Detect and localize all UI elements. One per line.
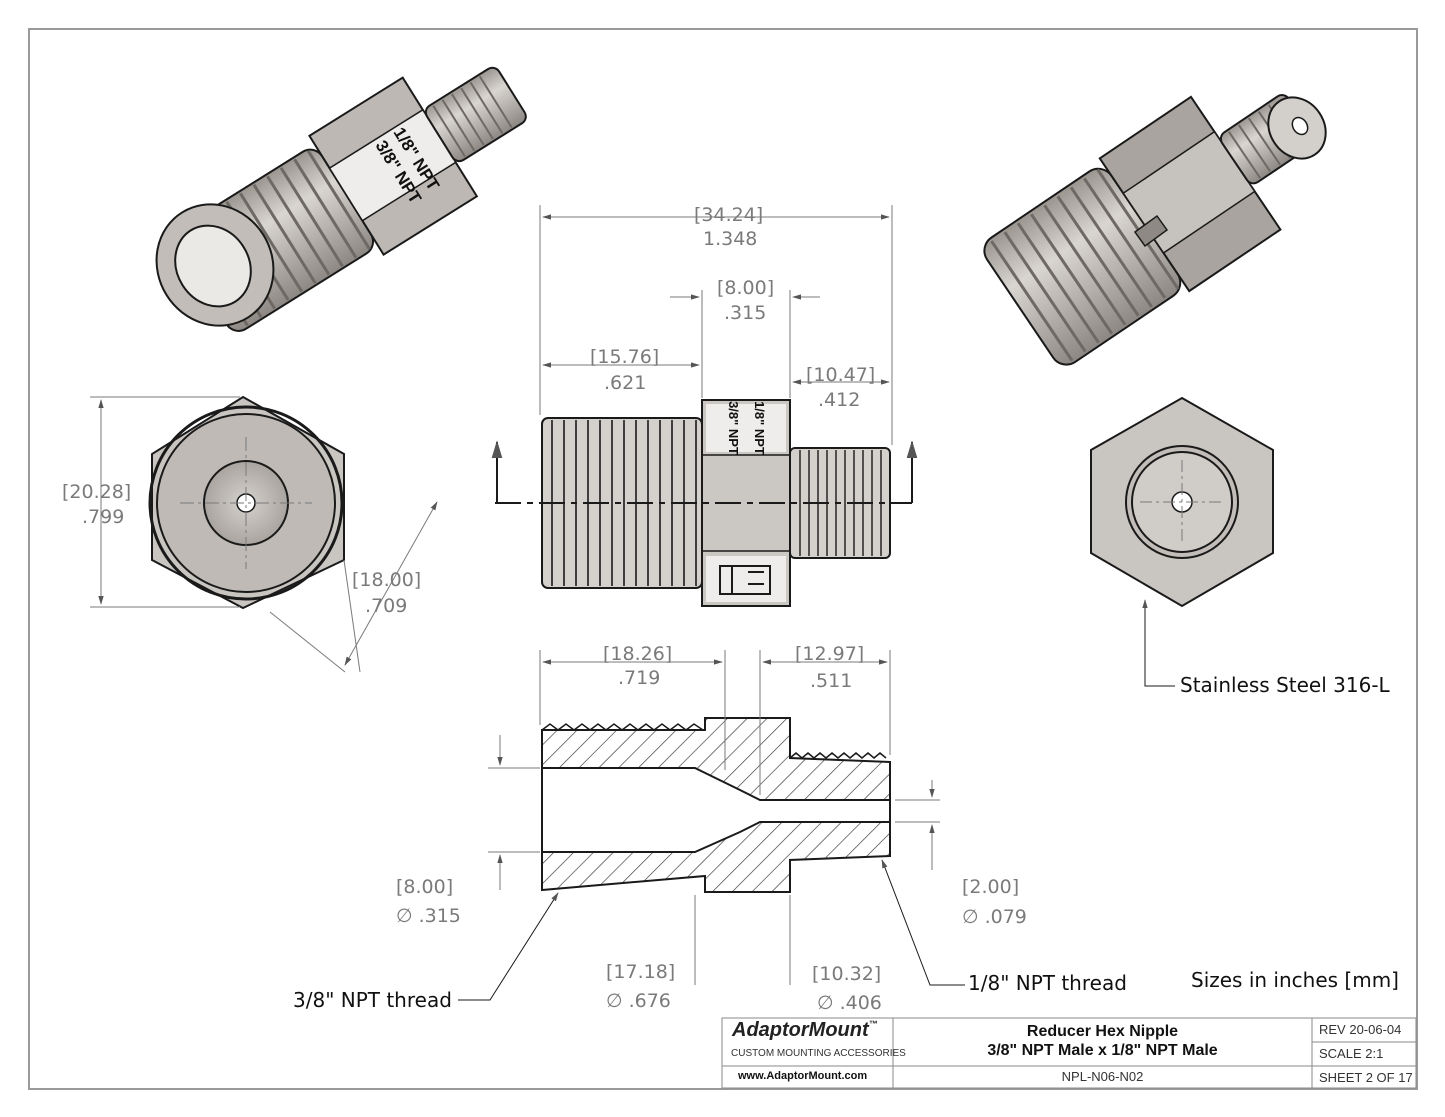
dim-thread-od-large-mm: [17.18] (606, 961, 675, 983)
large-thread-label: 3/8" NPT thread (293, 988, 452, 1012)
brand-name: AdaptorMount™ (732, 1019, 878, 1042)
trademark-mark: ™ (868, 1019, 878, 1029)
dim-hex-width-mm: [8.00] (717, 277, 774, 299)
website: www.AdaptorMount.com (738, 1070, 868, 1082)
dim-overall-in: 1.348 (703, 228, 757, 250)
dim-thread-od-large-in: ∅ .676 (606, 990, 671, 1012)
drawing-title-line1: Reducer Hex Nipple (1026, 1023, 1179, 1040)
section-view (541, 717, 891, 893)
dim-small-thread-length-mm: [10.47] (806, 364, 875, 386)
sheet-number: SHEET 2 OF 17 (1319, 1070, 1413, 1085)
dim-bore-large-mm: [8.00] (396, 876, 453, 898)
drawing-border (28, 28, 1418, 1090)
dim-bore-depth-small-mm: [12.97] (795, 643, 864, 665)
dim-large-thread-length-mm: [15.76] (590, 346, 659, 368)
small-thread-label: 1/8" NPT thread (968, 971, 1127, 995)
dim-bore-depth-large-mm: [18.26] (603, 643, 672, 665)
dim-bore-depth-large-in: .719 (618, 667, 660, 689)
dim-hex-corners-mm: [20.28] (62, 481, 131, 503)
dim-hex-flats-mm: [18.00] (352, 569, 421, 591)
side-view: 3/8" NPT 1/8" NPT (491, 399, 918, 607)
dim-large-thread-length-in: .621 (604, 372, 646, 394)
part-number: NPL-N06-N02 (1061, 1069, 1144, 1084)
dim-bore-small-in: ∅ .079 (962, 906, 1027, 928)
material-label: Stainless Steel 316-L (1180, 673, 1391, 697)
revision: REV 20-06-04 (1319, 1022, 1402, 1037)
dim-thread-od-small-in: ∅ .406 (817, 992, 882, 1014)
iso-view-front: 3/8" NPT 1/8" NPT (155, 66, 527, 332)
brand-tagline: CUSTOM MOUNTING ACCESSORIES (731, 1048, 906, 1059)
title-block (721, 1017, 1417, 1089)
scale: SCALE 2:1 (1319, 1046, 1384, 1061)
end-view-large (148, 395, 345, 610)
dim-hex-flats-in: .709 (365, 595, 407, 617)
dim-hex-width-in: .315 (724, 302, 766, 324)
dim-bore-small-mm: [2.00] (962, 876, 1019, 898)
dim-bore-depth-small-in: .511 (810, 670, 852, 692)
drawing-title-line2: 3/8" NPT Male x 1/8" NPT Male (987, 1042, 1218, 1059)
dim-small-thread-length-in: .412 (818, 389, 860, 411)
side-hex-mark-b: 1/8" NPT (752, 401, 767, 455)
dim-hex-corners-in: .799 (82, 506, 124, 528)
side-hex-mark-a: 3/8" NPT (726, 401, 741, 455)
dim-bore-large-in: ∅ .315 (396, 905, 461, 927)
end-view-small (1090, 396, 1274, 608)
brand-text: AdaptorMount (732, 1019, 869, 1041)
units-note: Sizes in inches [mm] (1191, 968, 1399, 992)
dim-thread-od-small-mm: [10.32] (812, 963, 881, 985)
iso-view-back (983, 94, 1327, 366)
dim-overall-mm: [34.24] (694, 204, 763, 226)
